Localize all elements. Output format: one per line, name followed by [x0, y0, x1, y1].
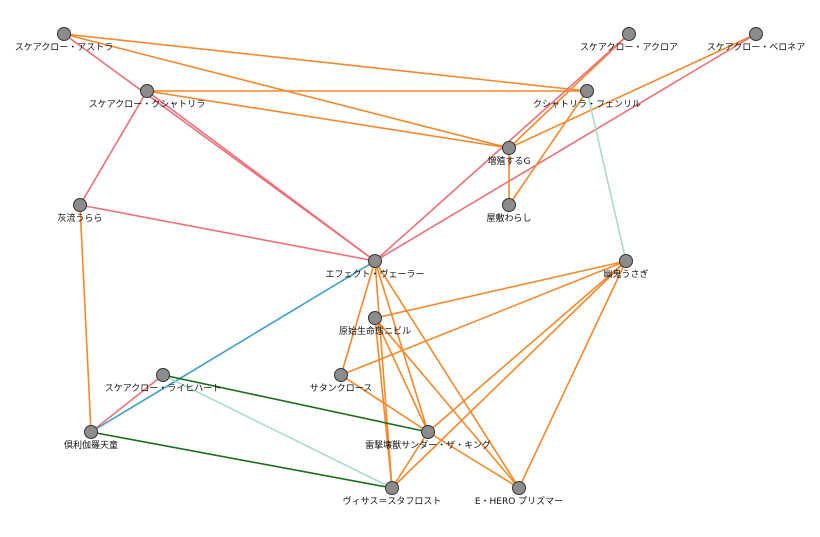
edge-veiler-visas: [374, 260, 393, 489]
edge-tenno-visas: [90, 431, 393, 489]
node-label-akroa: スケアクロー・アクロア: [580, 42, 678, 53]
edge-akroa-g: [508, 33, 630, 149]
node-label-urara: 灰流うらら: [57, 212, 102, 224]
node-label-prisma: E・HERO プリズマー: [475, 495, 563, 507]
node-visas[interactable]: ヴィサス＝スタフロスト: [343, 481, 442, 508]
node-label-usagi: 幽鬼うさぎ: [603, 268, 648, 280]
node-circle-akroa[interactable]: [622, 27, 636, 41]
edge-santa-thunder: [340, 374, 429, 433]
node-label-kushatrilla: スケアクロー・クシャトリラ: [89, 99, 206, 110]
edge-urara-veiler: [79, 204, 376, 262]
edge-akroa-veiler: [374, 33, 630, 262]
node-circle-nibiru[interactable]: [368, 311, 382, 325]
edge-raihiheart-visas: [162, 374, 393, 489]
node-tenno[interactable]: 倶利伽羅天童: [64, 425, 118, 452]
node-circle-visas[interactable]: [385, 481, 399, 495]
edge-usagi-prisma: [518, 260, 627, 489]
node-circle-veronea[interactable]: [749, 27, 763, 41]
node-label-visas: ヴィサス＝スタフロスト: [343, 495, 442, 507]
node-label-warashi: 屋敷わらし: [486, 212, 531, 224]
edge-layer: [63, 33, 757, 489]
node-circle-veiler[interactable]: [368, 254, 382, 268]
node-warashi[interactable]: 屋敷わらし: [486, 198, 532, 225]
edge-nibiru-prisma: [374, 317, 520, 489]
edge-usagi-thunder: [427, 260, 627, 433]
edge-kushatrilla-urara: [79, 90, 148, 206]
node-label-tenno: 倶利伽羅天童: [64, 439, 118, 451]
node-fenrir[interactable]: クシャトリラ・フェンリル: [533, 84, 641, 111]
edge-urara-tenno: [79, 204, 92, 433]
node-raihiheart[interactable]: スケアクロー・ライヒハート: [105, 368, 222, 395]
node-circle-thunder[interactable]: [421, 425, 435, 439]
node-circle-usagi[interactable]: [619, 254, 633, 268]
node-label-veiler: エフェクト・ヴェーラー: [325, 268, 424, 280]
edge-astra-fenrir: [63, 33, 588, 92]
edge-thunder-prisma: [427, 431, 520, 489]
edge-thunder-visas: [391, 431, 429, 489]
node-thunder[interactable]: 雷撃壊獣サンダー・ザ・キング: [365, 425, 491, 452]
node-circle-raihiheart[interactable]: [156, 368, 170, 382]
node-prisma[interactable]: E・HERO プリズマー: [475, 481, 563, 508]
edge-veiler-tenno: [90, 260, 376, 433]
node-usagi[interactable]: 幽鬼うさぎ: [603, 254, 649, 281]
node-urara[interactable]: 灰流うらら: [57, 198, 103, 225]
edge-kushatrilla-g: [146, 90, 510, 149]
node-g[interactable]: 増殖するG: [488, 141, 531, 168]
node-santa[interactable]: サタンクロース: [310, 368, 373, 395]
node-label-fenrir: クシャトリラ・フェンリル: [533, 99, 641, 110]
edge-usagi-nibiru: [374, 260, 627, 319]
edge-kushatrilla-veiler: [146, 90, 376, 262]
node-circle-kushatrilla[interactable]: [140, 84, 154, 98]
node-akroa[interactable]: スケアクロー・アクロア: [580, 27, 678, 54]
node-astra[interactable]: スケアクロー・アストラ: [15, 27, 114, 54]
edge-fenrir-usagi: [586, 90, 627, 262]
node-label-veronea: スケアクロー・ベロネア: [707, 42, 806, 53]
node-circle-fenrir[interactable]: [580, 84, 594, 98]
edge-veiler-santa: [340, 260, 376, 376]
edge-usagi-visas: [391, 260, 627, 489]
node-circle-g[interactable]: [502, 141, 516, 155]
node-nibiru[interactable]: 原始生命態ニビル: [339, 311, 411, 338]
node-label-raihiheart: スケアクロー・ライヒハート: [105, 383, 222, 394]
node-circle-warashi[interactable]: [502, 198, 516, 212]
edge-fenrir-warashi: [508, 90, 588, 206]
edge-veronea-veiler: [374, 33, 757, 262]
node-veiler[interactable]: エフェクト・ヴェーラー: [325, 254, 425, 281]
edge-veiler-thunder: [374, 260, 429, 433]
edge-raihiheart-tenno: [90, 374, 164, 433]
node-label-thunder: 雷撃壊獣サンダー・ザ・キング: [365, 439, 491, 451]
node-veronea[interactable]: スケアクロー・ベロネア: [707, 27, 806, 54]
node-circle-prisma[interactable]: [512, 481, 526, 495]
node-label-astra: スケアクロー・アストラ: [15, 42, 114, 53]
node-label-g: 増殖するG: [488, 155, 531, 167]
node-circle-astra[interactable]: [57, 27, 71, 41]
edge-raihiheart-thunder: [162, 374, 429, 433]
node-layer: スケアクロー・アストラ スケアクロー・アクロア スケアクロー・ベロネアスケアクロー・…: [15, 27, 806, 508]
edge-veronea-g: [508, 33, 757, 149]
node-kushatrilla[interactable]: スケアクロー・クシャトリラ: [89, 84, 206, 111]
node-label-nibiru: 原始生命態ニビル: [339, 325, 411, 337]
edge-nibiru-thunder: [374, 317, 429, 433]
node-circle-urara[interactable]: [73, 198, 87, 212]
edge-veiler-prisma: [374, 260, 520, 489]
edge-usagi-santa: [340, 260, 627, 376]
node-circle-tenno[interactable]: [84, 425, 98, 439]
node-circle-santa[interactable]: [334, 368, 348, 382]
node-label-santa: サタンクロース: [310, 383, 373, 394]
